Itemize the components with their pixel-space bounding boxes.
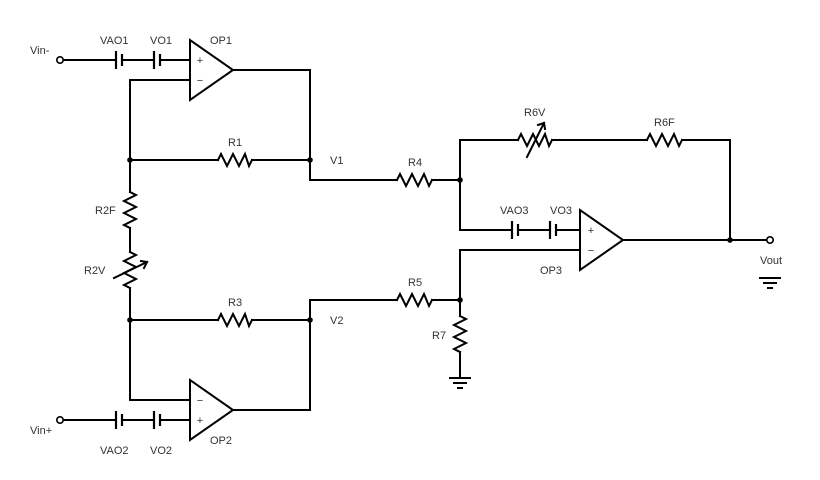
r3-label: R3 [228, 297, 242, 309]
resistor-r6f [645, 131, 684, 149]
vao2-label: VAO2 [100, 445, 129, 457]
resistor-r6v [516, 121, 554, 159]
node-v1-label: V1 [330, 155, 343, 167]
resistor-r7 [451, 314, 469, 354]
resistor-r4 [395, 171, 434, 189]
vout-terminal [765, 236, 774, 245]
op1: + − [189, 38, 235, 102]
vo3-label: VO3 [550, 205, 572, 217]
source-vao3 [510, 221, 520, 239]
resistor-r3 [216, 311, 254, 329]
op2: − + [189, 378, 235, 442]
op3: + − [579, 208, 625, 272]
vin-plus-label: Vin+ [30, 425, 52, 437]
ground-symbol-vout [759, 277, 781, 289]
op3-minus-sign: − [588, 245, 594, 257]
vao3-label: VAO3 [500, 205, 529, 217]
source-vo1 [152, 51, 162, 69]
source-vao2 [114, 411, 124, 429]
r2f-label: R2F [95, 205, 116, 217]
vin-minus-label: Vin- [30, 45, 50, 57]
junction-dot [307, 317, 313, 323]
r1-label: R1 [228, 137, 242, 149]
op3-plus-sign: + [588, 225, 594, 237]
resistor-r5 [395, 291, 434, 309]
resistor-r2v [112, 250, 149, 290]
r4-label: R4 [408, 157, 422, 169]
r5-label: R5 [408, 277, 422, 289]
junction-dots [127, 157, 733, 323]
op3-label: OP3 [540, 265, 562, 277]
junction-dot [127, 317, 133, 323]
vao1-label: VAO1 [100, 35, 129, 47]
op2-minus-sign: − [197, 395, 203, 407]
op2-label: OP2 [210, 435, 232, 447]
resistor-r2f [121, 190, 139, 230]
source-vao1 [114, 51, 124, 69]
op1-plus-sign: + [197, 55, 203, 67]
r2v-label: R2V [84, 265, 106, 277]
vo1-label: VO1 [150, 35, 172, 47]
source-vo2 [152, 411, 162, 429]
source-vo3 [548, 221, 558, 239]
junction-dot [127, 157, 133, 163]
junction-dot [727, 237, 733, 243]
junction-dot [457, 177, 463, 183]
vin-plus-terminal [55, 415, 64, 424]
r6f-label: R6F [654, 117, 675, 129]
vout-label: Vout [760, 255, 782, 267]
op2-plus-sign: + [197, 415, 203, 427]
node-v2-label: V2 [330, 315, 343, 327]
wires [59, 59, 767, 421]
r6v-label: R6V [524, 107, 546, 119]
junction-dot [457, 297, 463, 303]
vo2-label: VO2 [150, 445, 172, 457]
op1-minus-sign: − [197, 75, 203, 87]
op1-label: OP1 [210, 35, 232, 47]
r7-label: R7 [432, 330, 446, 342]
ground-symbol-r7 [449, 377, 471, 389]
junction-dot [307, 157, 313, 163]
resistor-r1 [216, 151, 254, 169]
vin-minus-terminal [55, 55, 64, 64]
